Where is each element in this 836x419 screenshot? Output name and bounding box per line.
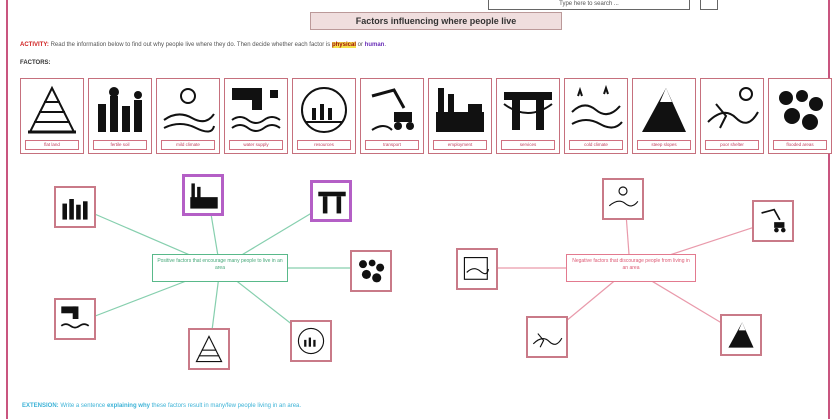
human-keyword: human [364, 42, 385, 48]
extension-keyword: explaining why [106, 403, 150, 409]
desert-icon [608, 186, 639, 207]
globe-icon [301, 87, 347, 133]
factor-caption: services [501, 140, 555, 150]
extension-label: EXTENSION: [22, 403, 59, 409]
mountain-icon [728, 322, 754, 348]
sun-hills-icon [163, 88, 215, 133]
pyramid-icon [28, 85, 76, 134]
factor-card[interactable]: mild climate [156, 78, 220, 154]
diagram-node[interactable] [752, 200, 794, 242]
factor-strip: flat land fertile soil mild climate wate… [20, 78, 836, 154]
factor-caption: flat land [25, 140, 79, 150]
factor-caption: poor shelter [705, 140, 759, 150]
diagram-node[interactable] [188, 328, 230, 370]
factor-caption: steep slopes [637, 140, 691, 150]
factor-caption: fertile soil [93, 140, 147, 150]
factor-card[interactable]: employment [428, 78, 492, 154]
desert-icon [707, 87, 759, 129]
activity-or: or [357, 42, 363, 48]
extension-rest: these factors result in many/few people … [151, 403, 302, 409]
rocks-icon [359, 259, 385, 283]
digger-icon [371, 88, 414, 131]
mountain-icon [642, 88, 686, 132]
factory-icon [190, 183, 218, 209]
factor-card[interactable]: resources [292, 78, 356, 154]
factor-card[interactable]: services [496, 78, 560, 154]
snow-hills-icon [571, 84, 623, 129]
factor-caption: cold climate [569, 140, 623, 150]
diagram-node[interactable] [526, 316, 568, 358]
diagram-node[interactable] [310, 180, 352, 222]
factory-icon [436, 88, 484, 132]
activity-instructions: ACTIVITY: Read the information below to … [20, 42, 780, 48]
pyramid-icon [195, 335, 223, 363]
factor-card[interactable]: water supply [224, 78, 288, 154]
forest-icon [62, 199, 88, 220]
factor-card[interactable]: flat land [20, 78, 84, 154]
negative-factors-box: Negative factors that discourage people … [566, 254, 696, 282]
bridge-icon [503, 92, 553, 130]
extension-text: Write a sentence [60, 403, 106, 409]
factor-caption: water supply [229, 140, 283, 150]
diagram-node[interactable] [602, 178, 644, 220]
factor-card[interactable]: poor shelter [700, 78, 764, 154]
factor-caption: resources [297, 140, 351, 150]
search-button[interactable] [700, 0, 718, 10]
diagram-node[interactable] [54, 186, 96, 228]
digger-icon [761, 208, 786, 233]
tap-water-icon [231, 88, 281, 132]
worksheet-frame [6, 0, 830, 419]
diagram-node[interactable] [290, 320, 332, 362]
diagram-node[interactable] [456, 248, 498, 290]
snow-hills-icon [463, 257, 489, 280]
bridge-icon [318, 191, 346, 214]
factors-label: FACTORS: [20, 60, 51, 66]
forest-icon [98, 87, 142, 132]
factor-caption: flooded areas [773, 140, 827, 150]
globe-icon [297, 327, 325, 355]
factor-caption: employment [433, 140, 487, 150]
factor-caption: mild climate [161, 140, 215, 150]
desert-icon [532, 333, 563, 348]
positive-factors-box: Positive factors that encourage many peo… [152, 254, 288, 282]
factor-caption: transport [365, 140, 419, 150]
factor-card[interactable]: flooded areas [768, 78, 832, 154]
diagram-node[interactable] [350, 250, 392, 292]
tap-water-icon [60, 306, 90, 329]
diagram-node[interactable] [54, 298, 96, 340]
diagram-node[interactable] [182, 174, 224, 216]
search-box[interactable]: Type here to search ... [488, 0, 690, 10]
physical-keyword: physical [331, 42, 356, 48]
extension-task: EXTENSION: Write a sentence explaining w… [22, 403, 301, 409]
activity-label: ACTIVITY: [20, 42, 49, 48]
diagram-node[interactable] [720, 314, 762, 356]
factor-card[interactable]: fertile soil [88, 78, 152, 154]
worksheet-title: Factors influencing where people live [310, 12, 562, 30]
factor-card[interactable]: steep slopes [632, 78, 696, 154]
activity-text: Read the information below to find out w… [50, 42, 331, 48]
activity-end: . [384, 42, 387, 48]
rocks-icon [779, 90, 823, 130]
factor-card[interactable]: transport [360, 78, 424, 154]
factor-card[interactable]: cold climate [564, 78, 628, 154]
